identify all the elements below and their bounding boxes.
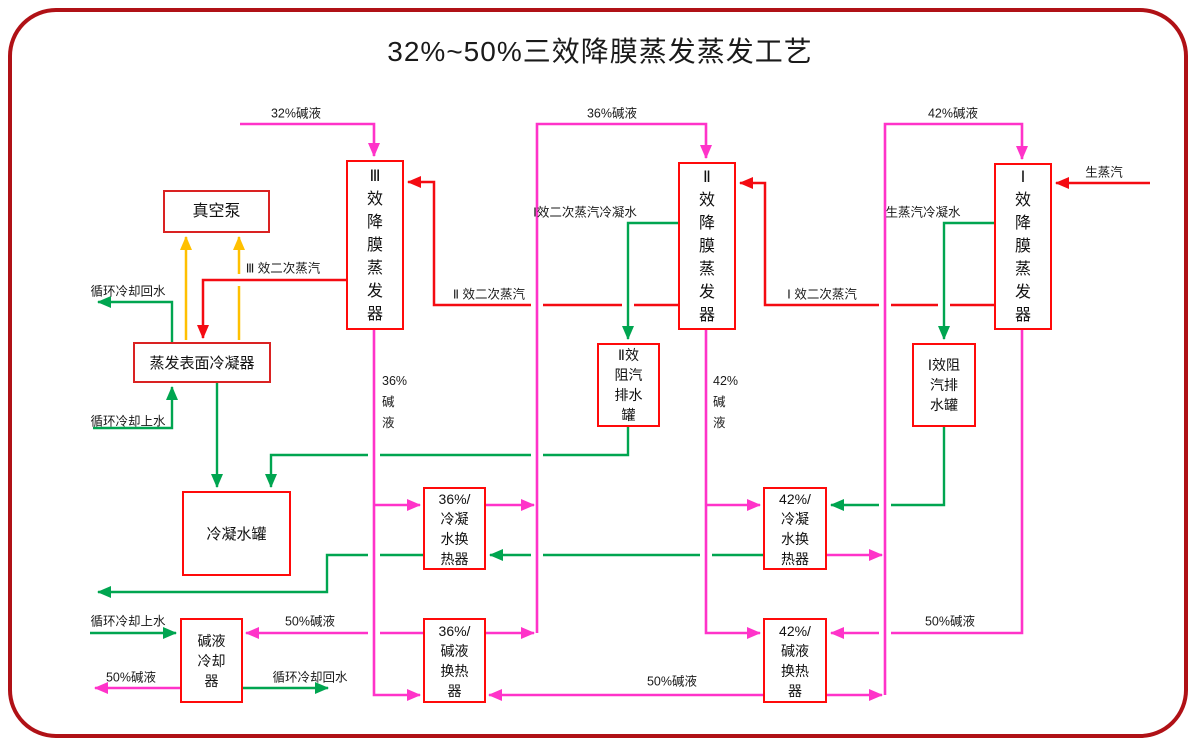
flow-32-alkali-to-evap3 — [240, 122, 380, 157]
hx36-condensate-label: 36%/ 冷凝 水换 热器 — [438, 490, 471, 567]
label-50-alkali-to-cooler: 50%碱液 — [284, 614, 336, 629]
flow-trap2-to-tank-a — [543, 427, 630, 457]
evaporator-3-label: Ⅲ 效 降 膜 蒸 发 器 — [366, 167, 383, 323]
flow-evap2-cond-to-trap2 — [622, 221, 678, 340]
trap-1-label: Ⅰ效阻 汽排 水罐 — [927, 357, 961, 413]
box-vacuum-pump: 真空泵 — [163, 190, 270, 233]
label-sec-steam-2: Ⅱ 效二次蒸汽 — [452, 287, 526, 302]
flow-42-drop-to-hx42-alkali — [704, 330, 761, 639]
box-hx42-condensate: 42%/ 冷凝 水换 热器 — [763, 487, 827, 570]
label-36-alkali-vertical: 36% 碱 液 — [382, 374, 408, 430]
flow-evap1-cond-to-trap1 — [938, 221, 994, 340]
surface-condenser-label: 蒸发表面冷凝器 — [149, 355, 255, 372]
vacuum-pump-label: 真空泵 — [192, 203, 241, 220]
label-42-alkali-vertical: 42% 碱 液 — [713, 374, 739, 430]
label-sec-steam-1: Ⅰ 效二次蒸汽 — [787, 287, 857, 302]
label-cooling-supply-mid: 循环冷却上水 — [90, 414, 166, 429]
box-condensate-tank: 冷凝水罐 — [182, 491, 291, 576]
flow-42-alkali-riser-to-evap1 — [883, 122, 1028, 695]
label-cooling-supply-bottom: 循环冷却上水 — [90, 614, 166, 629]
condensate-tank-label: 冷凝水罐 — [206, 526, 267, 543]
box-trap-1: Ⅰ效阻 汽排 水罐 — [912, 343, 976, 427]
box-surface-condenser: 蒸发表面冷凝器 — [133, 342, 271, 383]
hx42-alkali-label: 42%/ 碱液 换热 器 — [779, 622, 811, 699]
flow-50-drop-from-evap1 — [891, 330, 1024, 635]
box-hx42-alkali: 42%/ 碱液 换热 器 — [763, 618, 827, 703]
box-hx36-condensate: 36%/ 冷凝 水换 热器 — [423, 487, 486, 570]
trap-2-label: Ⅱ效 阻汽 排水 罐 — [614, 347, 643, 423]
label-50-alkali-mid: 50%碱液 — [646, 674, 698, 689]
hx36-alkali-label: 36%/ 碱液 换热 器 — [438, 622, 471, 699]
flow-36-alkali-riser-to-evap2 — [535, 122, 712, 633]
alkali-cooler-label: 碱液 冷却 器 — [197, 632, 226, 689]
box-evaporator-3: Ⅲ 效 降 膜 蒸 发 器 — [346, 160, 404, 330]
evaporator-1-label: Ⅰ 效 降 膜 蒸 发 器 — [1014, 169, 1031, 324]
diagram-title: 32%~50%三效降膜蒸发蒸发工艺 — [387, 36, 813, 67]
box-evaporator-2: Ⅱ 效 降 膜 蒸 发 器 — [678, 162, 736, 330]
flow-cooling-supply-mid — [93, 386, 178, 430]
box-alkali-cooler: 碱液 冷却 器 — [180, 618, 243, 703]
flow-trap2-to-tank-c — [265, 453, 368, 488]
box-evaporator-1: Ⅰ 效 降 膜 蒸 发 器 — [994, 163, 1052, 330]
label-sec-steam-3: Ⅲ 效二次蒸汽 — [245, 261, 321, 276]
flow-sec-steam-1c — [739, 177, 879, 307]
label-36-alkali-top: 36%碱液 — [586, 106, 638, 121]
label-42-alkali-top: 42%碱液 — [927, 106, 979, 121]
label-raw-steam-condensate: 生蒸汽冷凝水 — [885, 205, 961, 220]
box-trap-2: Ⅱ效 阻汽 排水 罐 — [597, 343, 660, 427]
label-raw-steam: 生蒸汽 — [1085, 165, 1123, 180]
hx42-condensate-label: 42%/ 冷凝 水换 热器 — [779, 490, 811, 567]
flow-sec-steam-2c — [407, 176, 531, 307]
label-50-alkali-right: 50%碱液 — [924, 614, 976, 629]
flow-36-drop-to-hx36-alkali — [372, 330, 421, 701]
label-50-alkali-out: 50%碱液 — [105, 670, 157, 685]
label-sec-steam-1-condensate: Ⅰ效二次蒸汽冷凝水 — [533, 205, 637, 220]
flow-trap1-to-hx42-a — [891, 427, 946, 507]
label-cooling-return-top: 循环冷却回水 — [90, 284, 166, 299]
box-hx36-alkali: 36%/ 碱液 换热 器 — [423, 618, 486, 703]
label-32-alkali: 32%碱液 — [270, 106, 322, 121]
diagram-frame-border — [8, 8, 1188, 738]
evaporator-2-label: Ⅱ 效 降 膜 蒸 发 器 — [698, 168, 715, 324]
flow-hx36-drain-b — [97, 553, 368, 598]
flow-sec-steam-3 — [197, 278, 346, 339]
flow-cooling-return-top — [97, 296, 174, 342]
label-cooling-return-bottom: 循环冷却回水 — [272, 670, 348, 685]
